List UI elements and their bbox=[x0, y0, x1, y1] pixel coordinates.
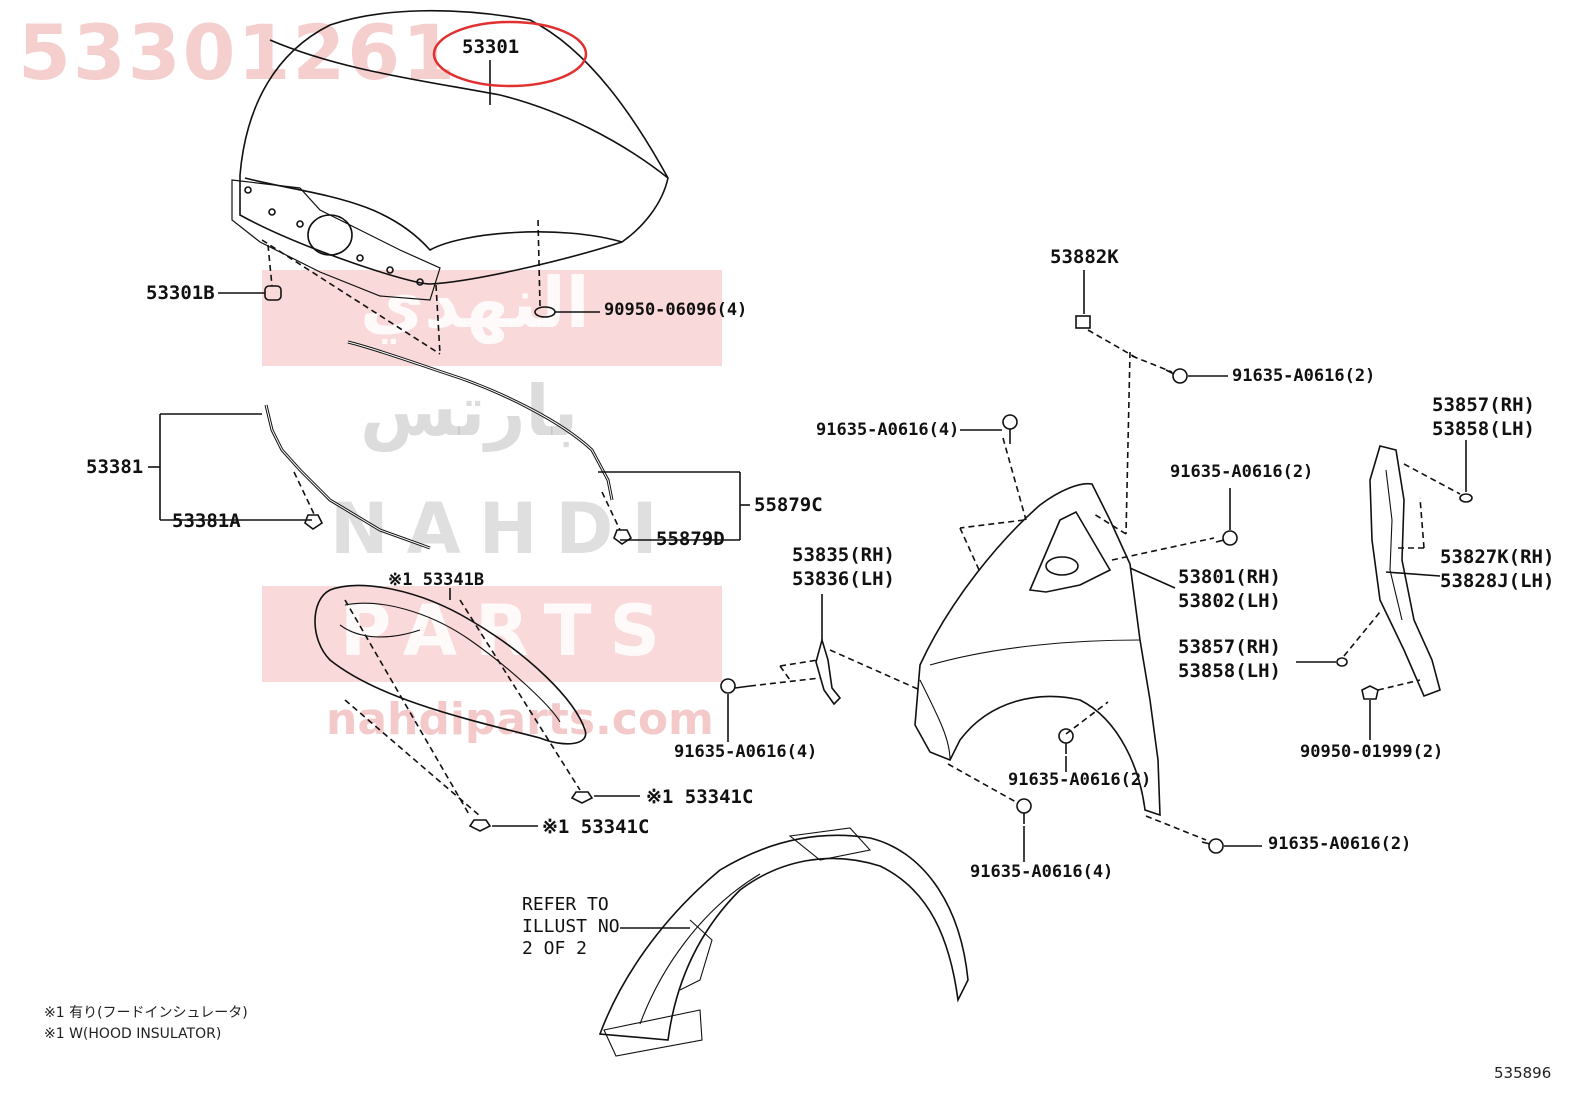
watermark-site: nahdiparts.com bbox=[326, 694, 714, 745]
label-refer-1: REFER TO bbox=[522, 894, 609, 915]
label-bolt-6: 91635-A0616(4) bbox=[970, 862, 1114, 882]
hood-cushion-part bbox=[218, 244, 282, 301]
bolts bbox=[720, 355, 1262, 862]
label-seal-b-clip: 55879D bbox=[656, 528, 725, 550]
label-seal-a-clip: 53381A bbox=[172, 510, 241, 532]
hood-plug-part bbox=[534, 219, 600, 318]
label-bolt-3: 91635-A0616(2) bbox=[1170, 462, 1314, 482]
fender-bracket-part bbox=[779, 594, 921, 706]
label-fender-cushion: 53882K bbox=[1050, 246, 1119, 268]
hood-panel bbox=[231, 9, 669, 301]
label-insulator-clip-2: ※1 53341C bbox=[542, 816, 650, 838]
label-insulator: ※1 53341B bbox=[388, 570, 485, 590]
label-fender-rh: 53801(RH) bbox=[1178, 566, 1281, 588]
watermark-band-top bbox=[262, 270, 722, 366]
label-seal-b: 55879C bbox=[754, 494, 823, 516]
label-protector-lh: 53828J(LH) bbox=[1440, 570, 1555, 592]
label-seal-rh-top: 53857(RH) bbox=[1432, 394, 1535, 416]
label-bracket-rh: 53835(RH) bbox=[792, 544, 895, 566]
fender-protector-part bbox=[1296, 440, 1473, 740]
watermark-brand-english-2: PARTS bbox=[340, 590, 678, 672]
label-bolt-2: 91635-A0616(4) bbox=[816, 420, 960, 440]
fender-liner-part bbox=[598, 827, 969, 1057]
label-seal-rh-mid: 53857(RH) bbox=[1178, 636, 1281, 658]
label-refer-2: ILLUST NO bbox=[522, 916, 620, 937]
fender-cushion-part bbox=[1075, 270, 1091, 329]
label-bolt-5: 91635-A0616(2) bbox=[1008, 770, 1152, 790]
label-seal-a: 53381 bbox=[86, 456, 144, 478]
watermark-brand-english: NAHDI bbox=[330, 488, 676, 570]
footnote-line-2: ※1 W(HOOD INSULATOR) bbox=[44, 1026, 222, 1042]
watermark-brand-arabic-2: بارتس bbox=[360, 370, 579, 452]
watermark-brand-arabic: النهدي bbox=[360, 262, 590, 344]
label-refer-3: 2 OF 2 bbox=[522, 938, 588, 959]
label-hood-cushion: 53301B bbox=[146, 282, 215, 304]
highlight-circle bbox=[432, 20, 588, 88]
label-bracket-lh: 53836(LH) bbox=[792, 568, 895, 590]
hood-seal-parts bbox=[148, 239, 750, 550]
label-hood-plug: 90950-06096(4) bbox=[604, 300, 748, 320]
hood-insulator-part bbox=[314, 584, 640, 832]
label-seal-lh-top: 53858(LH) bbox=[1432, 418, 1535, 440]
label-bolt-1: 91635-A0616(2) bbox=[1232, 366, 1376, 386]
label-seal-lh-mid: 53858(LH) bbox=[1178, 660, 1281, 682]
footnote-line-1: ※1 有り(フードインシュレータ) bbox=[44, 1005, 248, 1021]
label-bolt-4: 91635-A0616(4) bbox=[674, 742, 818, 762]
label-clip: 90950-01999(2) bbox=[1300, 742, 1444, 762]
label-insulator-clip-1: ※1 53341C bbox=[646, 786, 754, 808]
watermark-part-number: 53301261 bbox=[18, 8, 458, 97]
label-fender-lh: 53802(LH) bbox=[1178, 590, 1281, 612]
label-bolt-7: 91635-A0616(2) bbox=[1268, 834, 1412, 854]
illustration-id: 535896 bbox=[1494, 1064, 1552, 1082]
label-protector-rh: 53827K(RH) bbox=[1440, 546, 1555, 568]
fender-part bbox=[914, 329, 1215, 817]
label-hood: 53301 bbox=[462, 36, 520, 58]
